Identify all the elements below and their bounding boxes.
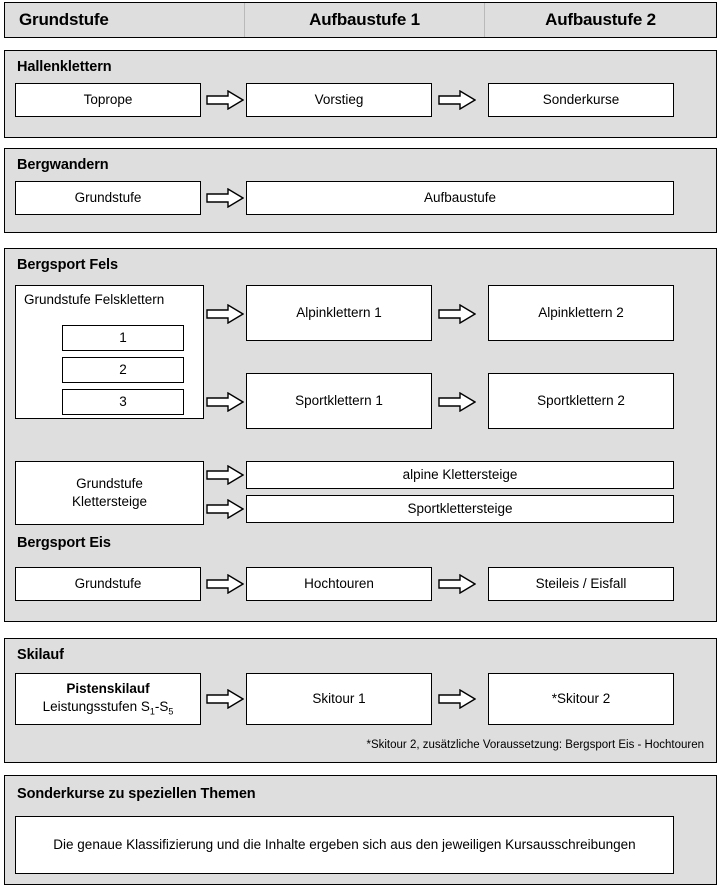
right-block-arrow-icon	[438, 689, 476, 709]
node-sonderkurse[interactable]: Sonderkurse	[488, 83, 674, 117]
node-eis-grundstufe[interactable]: Grundstufe	[15, 567, 201, 601]
node-hochtouren[interactable]: Hochtouren	[246, 567, 432, 601]
node-bergwandern-aufbaustufe[interactable]: Aufbaustufe	[246, 181, 674, 215]
right-block-arrow-icon	[206, 499, 244, 519]
node-pistenskilauf[interactable]: Pistenskilauf Leistungsstufen S1-S5	[15, 673, 201, 725]
node-felsklettern-level-3[interactable]: 3	[62, 389, 184, 415]
right-block-arrow-icon	[206, 90, 244, 110]
node-bergwandern-grundstufe[interactable]: Grundstufe	[15, 181, 201, 215]
section-bergwandern: Bergwandern Grundstufe Aufbaustufe	[4, 148, 717, 233]
column-header-grundstufe: Grundstufe	[5, 3, 245, 37]
right-block-arrow-icon	[206, 574, 244, 594]
node-skitour-2[interactable]: *Skitour 2	[488, 673, 674, 725]
node-steileis-eisfall[interactable]: Steileis / Eisfall	[488, 567, 674, 601]
node-sportklettern-2[interactable]: Sportklettern 2	[488, 373, 674, 429]
node-felsklettern-level-2[interactable]: 2	[62, 357, 184, 383]
node-grundstufe-klettersteige-line-2: Klettersteige	[71, 494, 148, 509]
section-sonderkurse: Sonderkurse zu speziellen Themen Die gen…	[4, 775, 717, 885]
section-title-hallenklettern: Hallenklettern	[17, 59, 112, 75]
column-header-panel: Grundstufe Aufbaustufe 1 Aufbaustufe 2	[4, 2, 717, 38]
column-header-aufbaustufe-2: Aufbaustufe 2	[545, 10, 656, 29]
node-felsklettern-level-1[interactable]: 1	[62, 325, 184, 351]
node-sonderkurse-text[interactable]: Die genaue Klassifizierung und die Inhal…	[15, 816, 674, 874]
node-grundstufe-klettersteige[interactable]: Grundstufe Klettersteige	[15, 461, 204, 525]
node-pistenskilauf-title: Pistenskilauf	[66, 680, 150, 696]
right-block-arrow-icon	[206, 304, 244, 324]
right-block-arrow-icon	[206, 188, 244, 208]
section-skilauf: Skilauf Pistenskilauf Leistungsstufen S1…	[4, 638, 717, 763]
section-hallenklettern: Hallenklettern Toprope Vorstieg Sonderku…	[4, 50, 717, 138]
node-alpinklettern-2[interactable]: Alpinklettern 2	[488, 285, 674, 341]
right-block-arrow-icon	[206, 392, 244, 412]
right-block-arrow-icon	[438, 392, 476, 412]
node-sportklettern-1[interactable]: Sportklettern 1	[246, 373, 432, 429]
node-toprope[interactable]: Toprope	[15, 83, 201, 117]
node-pistenskilauf-levels: Leistungsstufen S1-S5	[42, 699, 174, 717]
node-alpine-klettersteige[interactable]: alpine Klettersteige	[246, 461, 674, 489]
node-grundstufe-klettersteige-line-1: Grundstufe	[76, 475, 143, 491]
section-title-skilauf: Skilauf	[17, 647, 64, 663]
section-title-bergsport-fels: Bergsport Fels	[17, 257, 118, 273]
node-sportklettersteige[interactable]: Sportklettersteige	[246, 495, 674, 523]
skilauf-footnote: *Skitour 2, zusätzliche Voraussetzung: B…	[366, 739, 704, 751]
section-title-bergwandern: Bergwandern	[17, 157, 109, 173]
section-title-bergsport-eis: Bergsport Eis	[17, 535, 111, 551]
right-block-arrow-icon	[438, 574, 476, 594]
section-bergsport-fels: Bergsport Fels Grundstufe Felsklettern 1…	[4, 248, 717, 622]
node-alpinklettern-1[interactable]: Alpinklettern 1	[246, 285, 432, 341]
node-vorstieg[interactable]: Vorstieg	[246, 83, 432, 117]
node-skitour-1[interactable]: Skitour 1	[246, 673, 432, 725]
right-block-arrow-icon	[206, 689, 244, 709]
section-title-sonderkurse: Sonderkurse zu speziellen Themen	[17, 786, 256, 802]
right-block-arrow-icon	[438, 90, 476, 110]
node-grundstufe-felsklettern-label: Grundstufe Felsklettern	[24, 292, 165, 307]
right-block-arrow-icon	[438, 304, 476, 324]
right-block-arrow-icon	[206, 465, 244, 485]
column-header-aufbaustufe-1: Aufbaustufe 1	[245, 3, 485, 37]
